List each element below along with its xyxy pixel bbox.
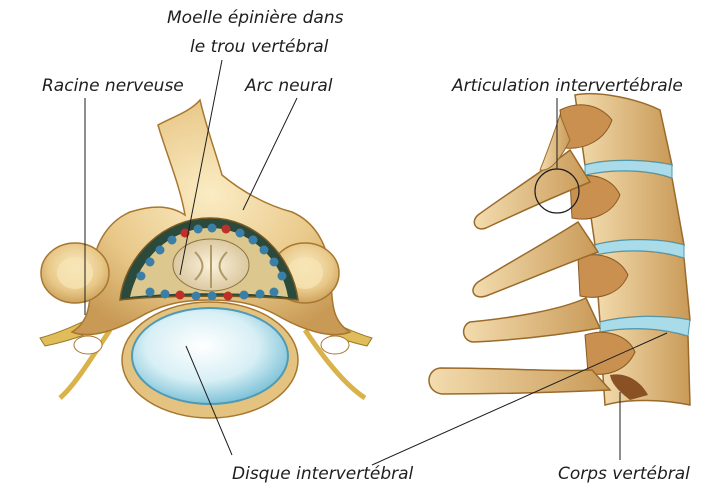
label-racine-nerveuse: Racine nerveuse: [42, 76, 184, 96]
label-moelle-line1: Moelle épinière dans: [167, 8, 343, 28]
label-moelle-line2: le trou vertébral: [190, 37, 328, 57]
label-articulation-intervertebrale: Articulation intervertébrale: [452, 76, 683, 96]
label-arc-neural: Arc neural: [245, 76, 333, 96]
label-disque-intervertebral: Disque intervertébral: [232, 464, 413, 484]
intervertebral-disc: [132, 308, 288, 404]
spinous-process-3: [464, 298, 600, 342]
transverse-foramen-left: [74, 336, 102, 354]
spinous-process-4: [429, 368, 610, 394]
axial-vertebra: [40, 100, 372, 418]
transverse-foramen-right: [321, 336, 349, 354]
label-corps-vertebral: Corps vertébral: [558, 464, 690, 484]
leader-arc: [243, 98, 297, 210]
cervical-column-lateral: [429, 94, 690, 405]
